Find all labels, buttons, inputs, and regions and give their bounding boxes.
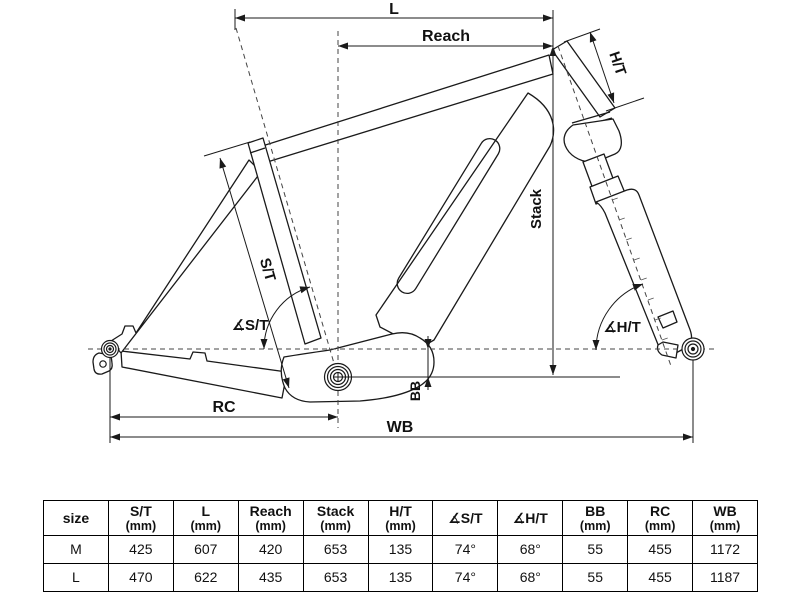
col-header-l: L(mm) — [172, 500, 239, 536]
col-header-rc: RC(mm) — [627, 500, 694, 536]
fork-hatch-ticks — [611, 197, 668, 341]
cell-m-st: 425 — [107, 535, 174, 564]
cell-l-angle-ht: 68° — [497, 563, 564, 592]
cell-m-wb: 1172 — [692, 535, 758, 564]
geometry-table: size S/T(mm) L(mm) Reach(mm) Stack(mm) H… — [43, 500, 758, 592]
bike-geometry-diagram: L Reach Stack H/T S/T ∡S/T ∡H/T BB RC WB — [88, 1, 718, 443]
cell-m-ht: 135 — [367, 535, 434, 564]
fork-crown — [563, 118, 622, 163]
col-header-angle-st: ∡S/T — [432, 500, 499, 536]
dim-st-line — [219, 157, 290, 389]
cell-m-bb: 55 — [562, 535, 629, 564]
seat-clamp-line — [249, 147, 266, 154]
dim-label-angle-ht: ∡H/T — [603, 319, 641, 336]
cell-m-reach: 420 — [237, 535, 304, 564]
axis-lines — [88, 27, 718, 428]
cell-m-size: M — [43, 535, 109, 564]
dim-label-stack: Stack — [528, 188, 545, 229]
seat-tube — [247, 137, 322, 345]
steering-axis — [557, 45, 672, 367]
col-header-size: size — [43, 500, 109, 536]
brake-mount-tab — [657, 310, 678, 329]
rear-axle — [99, 339, 120, 368]
cell-l-l: 622 — [172, 563, 239, 592]
head-angle-arc — [595, 283, 644, 351]
dim-ht-line — [589, 31, 615, 104]
cell-l-angle-st: 74° — [432, 563, 499, 592]
cell-l-ht: 135 — [367, 563, 434, 592]
seat-stay — [110, 159, 262, 354]
table-header-row: size S/T(mm) L(mm) Reach(mm) Stack(mm) H… — [43, 500, 758, 536]
cell-l-st: 470 — [107, 563, 174, 592]
col-header-stack: Stack(mm) — [302, 500, 369, 536]
col-header-reach: Reach(mm) — [237, 500, 304, 536]
chain-stay — [120, 350, 288, 399]
ht-extensions — [563, 28, 645, 112]
hanger-hole — [99, 360, 107, 368]
dim-label-bb: BB — [407, 381, 423, 401]
cell-m-angle-st: 74° — [432, 535, 499, 564]
motor-housing — [280, 332, 435, 403]
frame-outline — [92, 40, 693, 403]
front-axle — [681, 337, 705, 361]
dim-label-angle-st: ∡S/T — [232, 317, 269, 334]
table-row-size-m: M 425 607 420 653 135 74° 68° 55 455 117… — [43, 535, 758, 564]
st-top-extension — [203, 141, 251, 157]
cell-l-rc: 455 — [627, 563, 694, 592]
seat-tube-axis — [235, 27, 339, 378]
col-header-ht: H/T(mm) — [367, 500, 434, 536]
dim-label-reach: Reach — [422, 28, 470, 45]
cell-l-size: L — [43, 563, 109, 592]
dimension-lines — [109, 9, 694, 443]
front-dropout-tab — [656, 341, 679, 359]
col-header-bb: BB(mm) — [562, 500, 629, 536]
cell-l-wb: 1187 — [692, 563, 758, 592]
dim-label-rc: RC — [212, 399, 236, 416]
col-header-angle-ht: ∡H/T — [497, 500, 564, 536]
cell-m-stack: 653 — [302, 535, 369, 564]
dim-label-st: S/T — [256, 256, 279, 283]
dim-label-wb: WB — [387, 419, 414, 436]
battery-outline — [396, 137, 501, 295]
dim-label-ht: H/T — [605, 49, 629, 77]
cell-l-stack: 653 — [302, 563, 369, 592]
cell-m-angle-ht: 68° — [497, 535, 564, 564]
col-header-wb: WB(mm) — [692, 500, 758, 536]
dim-label-l: L — [389, 1, 399, 18]
cell-l-bb: 55 — [562, 563, 629, 592]
down-tube — [375, 92, 555, 349]
cell-m-rc: 455 — [627, 535, 694, 564]
cell-m-l: 607 — [172, 535, 239, 564]
col-header-st: S/T(mm) — [107, 500, 174, 536]
cell-l-reach: 435 — [237, 563, 304, 592]
dim-l-line — [234, 9, 553, 30]
table-row-size-l: L 470 622 435 653 135 74° 68° 55 455 118… — [43, 563, 758, 592]
